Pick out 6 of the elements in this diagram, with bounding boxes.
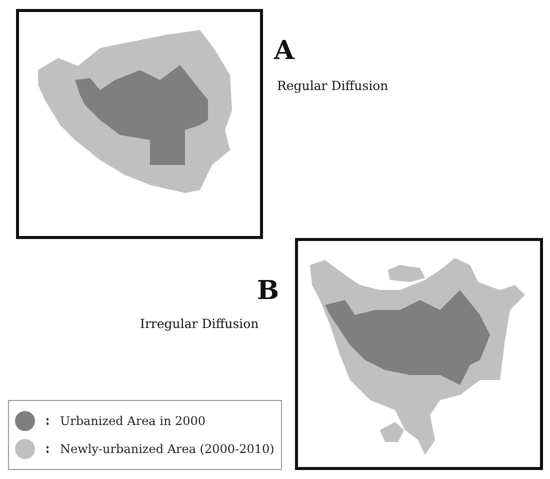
panel-letter: A xyxy=(274,38,294,64)
legend-text: Newly-urbanized Area (2000-2010) xyxy=(60,442,274,456)
legend-text: Urbanized Area in 2000 xyxy=(60,414,206,428)
panel-caption: Regular Diffusion xyxy=(277,78,388,93)
panel-caption: Irregular Diffusion xyxy=(140,316,259,331)
panel-letter: B xyxy=(257,278,279,304)
